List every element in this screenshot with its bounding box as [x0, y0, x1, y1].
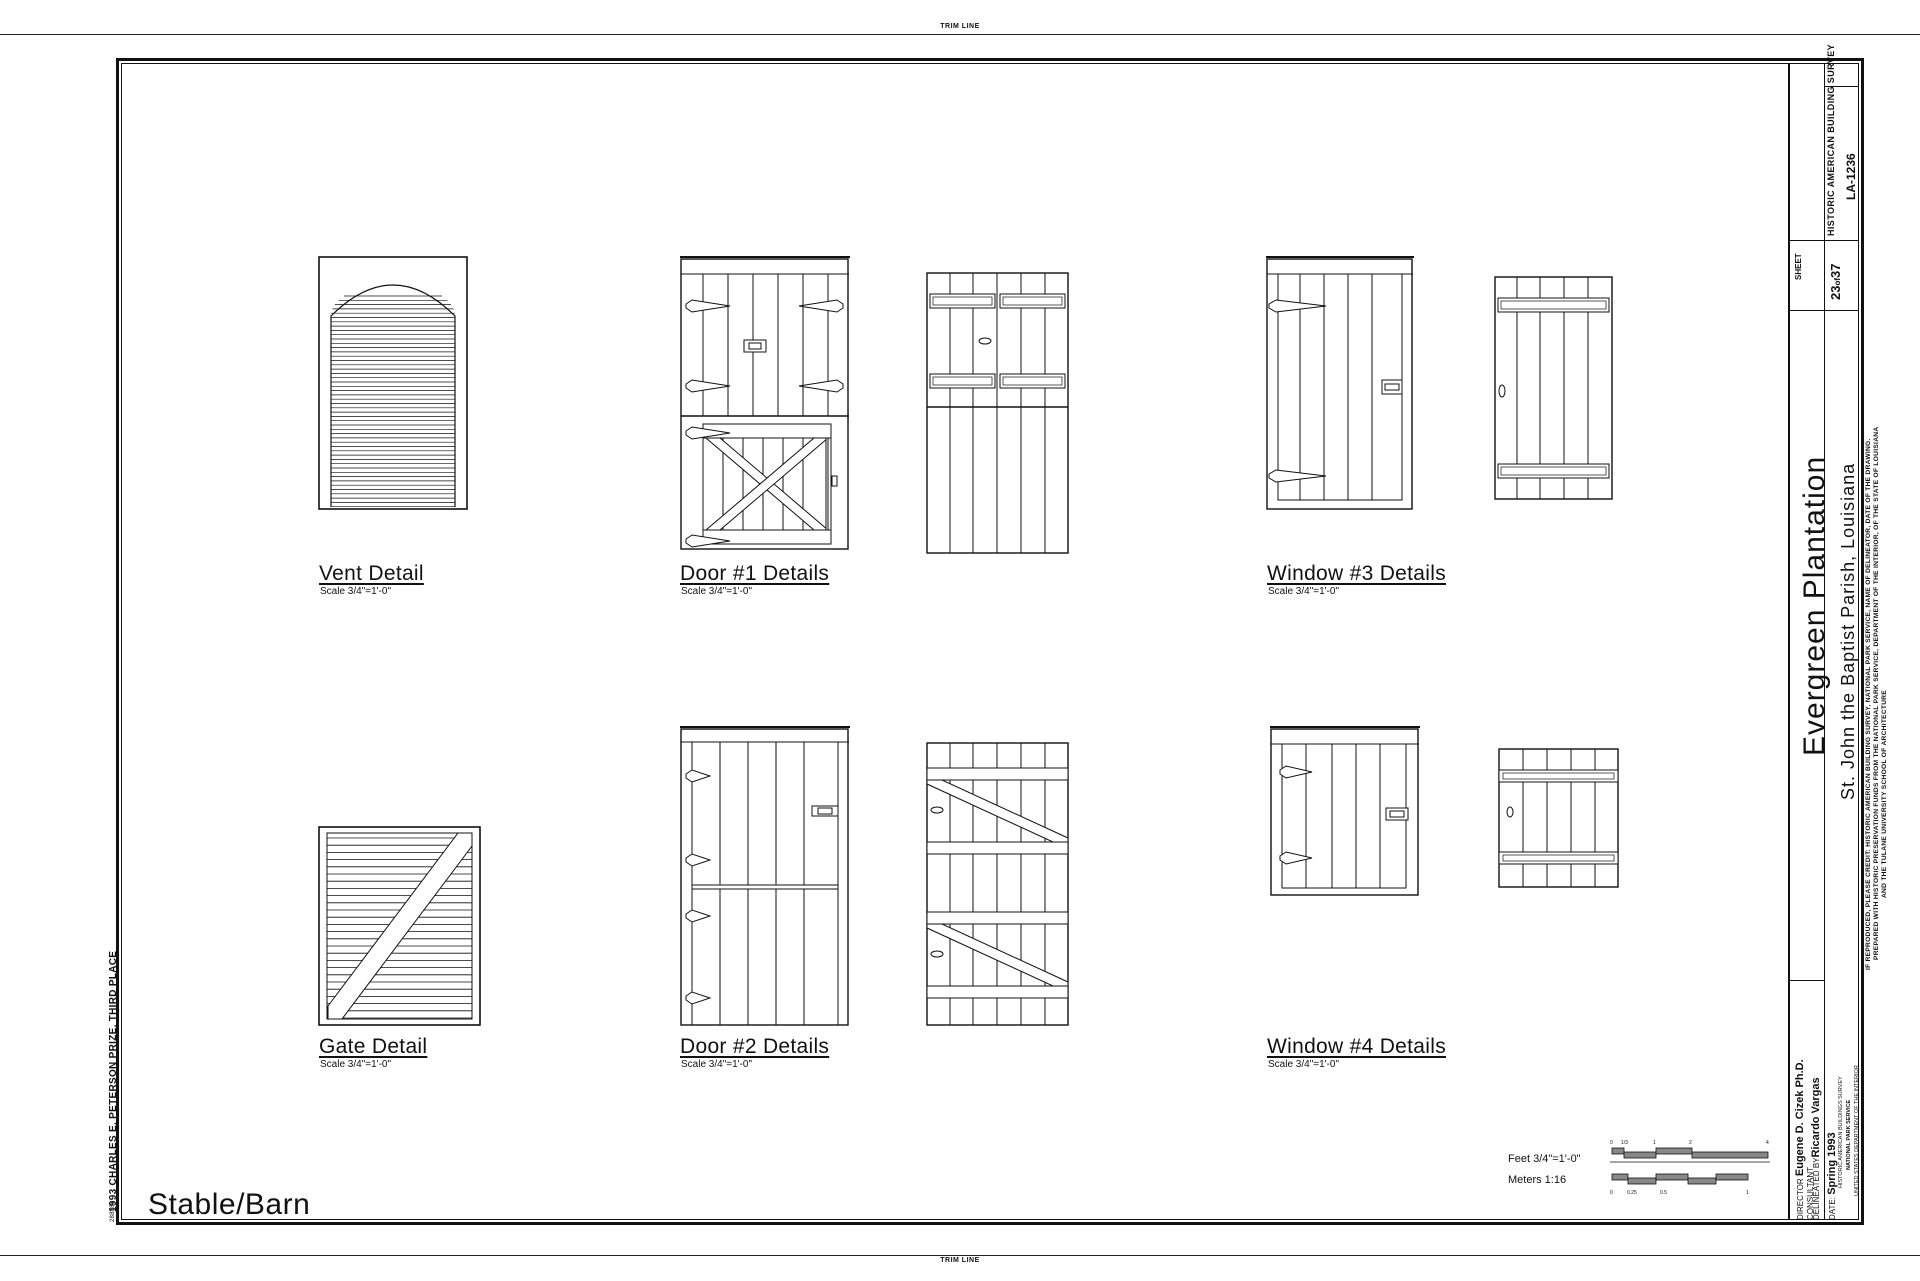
title-block-rule-4 — [1825, 86, 1859, 87]
window-4-details-title: Window #4 Details — [1267, 1035, 1447, 1058]
title-block-rule-2 — [1789, 310, 1859, 311]
top-trim-label: TRIM LINE — [940, 23, 980, 30]
bottom-trim-line — [0, 1255, 1920, 1256]
door-2-back-elevation — [926, 742, 1070, 1028]
vent-detail-scale: Scale 3/4"=1'-0" — [320, 586, 391, 597]
gate-elevation — [318, 826, 482, 1028]
delineated-line: DELINEATED BYRicardo Vargas — [1810, 1077, 1822, 1220]
gate-detail-scale: Scale 3/4"=1'-0" — [320, 1059, 391, 1070]
feet-tick-1: 1 — [1653, 1140, 1656, 1146]
project-name: Evergreen Plantation — [1798, 455, 1831, 756]
top-trim-line — [0, 34, 1920, 35]
sheet-code: 288888 — [110, 1200, 116, 1222]
door-2-front-elevation — [680, 726, 850, 1028]
project-location: St. John the Baptist Parish, Louisiana — [1838, 462, 1858, 800]
gate-detail-title: Gate Detail — [319, 1035, 428, 1058]
door-1-details-title: Door #1 Details — [680, 562, 830, 585]
survey-name: HISTORIC AMERICAN BUILDING SURVEY — [1826, 43, 1836, 236]
feet-tick-0: 0 — [1610, 1140, 1613, 1146]
window-4-back-elevation — [1498, 748, 1620, 890]
window-3-front-elevation — [1266, 256, 1414, 512]
sheet-number: 23of37 — [1828, 263, 1843, 301]
feet-scale-label: Feet 3/4"=1'-0" — [1508, 1153, 1581, 1165]
feet-tick-2: 2 — [1689, 1140, 1692, 1146]
title-block-rule-1 — [1789, 240, 1859, 241]
meter-tick-0-25: 0.25 — [1627, 1190, 1637, 1196]
title-block-inner-divider — [1824, 63, 1825, 1220]
door-1-details-scale: Scale 3/4"=1'-0" — [681, 586, 752, 597]
sheet-border — [116, 58, 1864, 1225]
bottom-trim-label: TRIM LINE — [940, 1257, 980, 1264]
window-3-details-scale: Scale 3/4"=1'-0" — [1268, 586, 1339, 597]
vent-elevation — [318, 256, 468, 512]
door-1-back-elevation — [926, 272, 1070, 556]
window-4-front-elevation — [1270, 726, 1420, 898]
window-3-back-elevation — [1494, 276, 1614, 502]
window-3-details-title: Window #3 Details — [1267, 562, 1447, 585]
date-line: DATE: Spring 1993 — [1826, 1132, 1838, 1220]
feet-tick-4: 4 — [1766, 1140, 1769, 1146]
agency-line-3: UNITED STATES DEPARTMENT OF THE INTERIOR — [1854, 1065, 1860, 1196]
credit-line-1: IF REPRODUCED, PLEASE CREDIT: HISTORIC A… — [1865, 438, 1872, 970]
drawing-title: Stable/Barn — [148, 1188, 311, 1221]
agency-line-1: HISTORIC AMERICAN BUILDINGS SURVEY — [1838, 1076, 1844, 1188]
graphic-scale-bars: 0 1/3 1 2 4 0 0.25 0.5 1 — [1610, 1138, 1770, 1202]
agency-line-2: NATIONAL PARK SERVICE — [1846, 1099, 1852, 1170]
award-note: 1993 CHARLES E. PETERSON PRIZE, THIRD PL… — [108, 950, 119, 1212]
credit-line-3: AND THE TULANE UNIVERSITY SCHOOL OF ARCH… — [1881, 689, 1888, 898]
door-2-details-scale: Scale 3/4"=1'-0" — [681, 1059, 752, 1070]
credit-line-2: PREPARED WITH HISTORIC PRESERVATION FUND… — [1873, 426, 1880, 960]
meter-tick-1: 1 — [1746, 1190, 1749, 1196]
meters-scale-label: Meters 1:16 — [1508, 1174, 1567, 1186]
sheet-label: SHEET — [1794, 253, 1803, 280]
title-block-rule-3 — [1789, 980, 1825, 981]
door-2-details-title: Door #2 Details — [680, 1035, 830, 1058]
window-4-details-scale: Scale 3/4"=1'-0" — [1268, 1059, 1339, 1070]
title-block-divider — [1788, 63, 1790, 1220]
meter-tick-0-5: 0.5 — [1660, 1190, 1667, 1196]
vent-detail-title: Vent Detail — [319, 562, 424, 585]
door-1-front-elevation — [680, 256, 850, 552]
sheet-inner-border — [121, 63, 1859, 1220]
director-line: DIRECTOR Eugene D. Cizek Ph.D. — [1794, 1059, 1806, 1220]
survey-number: LA-1236 — [1844, 153, 1858, 200]
feet-tick-1-3: 1/3 — [1621, 1140, 1628, 1146]
meter-tick-0: 0 — [1610, 1190, 1613, 1196]
